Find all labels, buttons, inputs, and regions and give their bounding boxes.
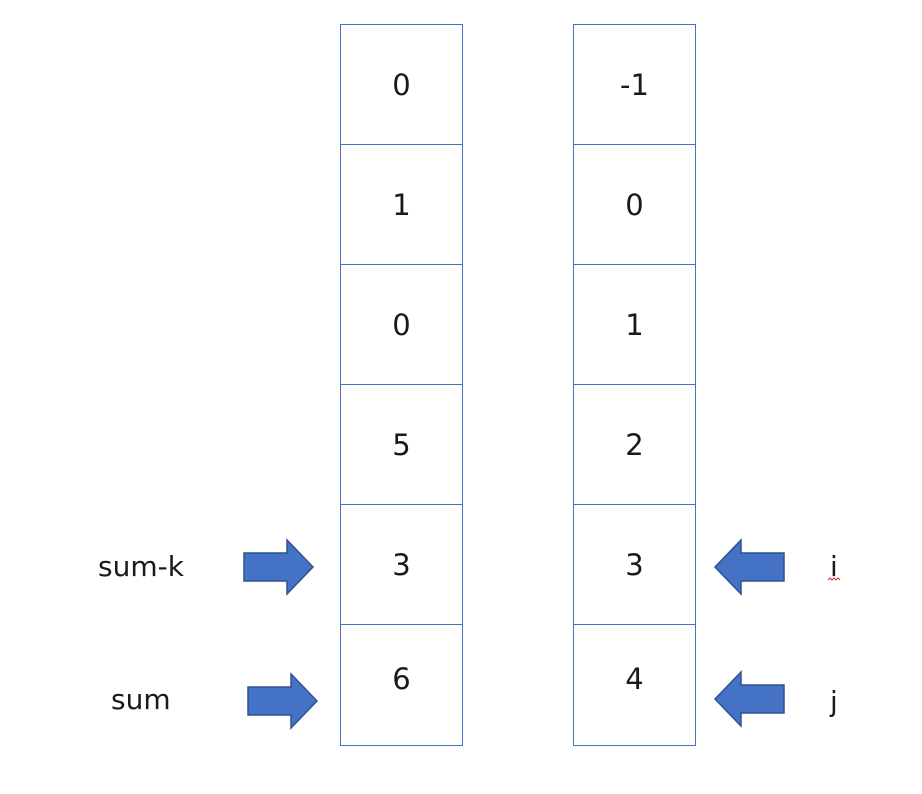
left-cell-4: 3 [341, 505, 462, 625]
label-j: j [830, 685, 838, 718]
arrow-left-icon [713, 670, 785, 728]
right-cell-3: 2 [574, 385, 695, 505]
right-cell-1: 0 [574, 145, 695, 265]
left-cell-5: 6 [392, 662, 411, 696]
right-cell-4: 3 [574, 505, 695, 625]
left-cell-0: 0 [341, 25, 462, 145]
arrow-left-icon [713, 538, 785, 596]
right-cell-5: 4 [625, 662, 644, 696]
spellcheck-squiggle [828, 577, 840, 581]
label-i: i [830, 550, 838, 583]
right-cell-0: -1 [574, 25, 695, 145]
left-cell-3: 5 [341, 385, 462, 505]
right-array-column: -1 0 1 2 3 4 [573, 24, 696, 746]
label-sum: sum [111, 683, 171, 716]
left-array-column: 0 1 0 5 3 6 [340, 24, 463, 746]
label-sum-k: sum-k [98, 550, 184, 583]
right-cell-2: 1 [574, 265, 695, 385]
left-cell-1: 1 [341, 145, 462, 265]
arrow-right-icon [247, 672, 319, 730]
arrow-right-icon [243, 538, 315, 596]
left-cell-2: 0 [341, 265, 462, 385]
